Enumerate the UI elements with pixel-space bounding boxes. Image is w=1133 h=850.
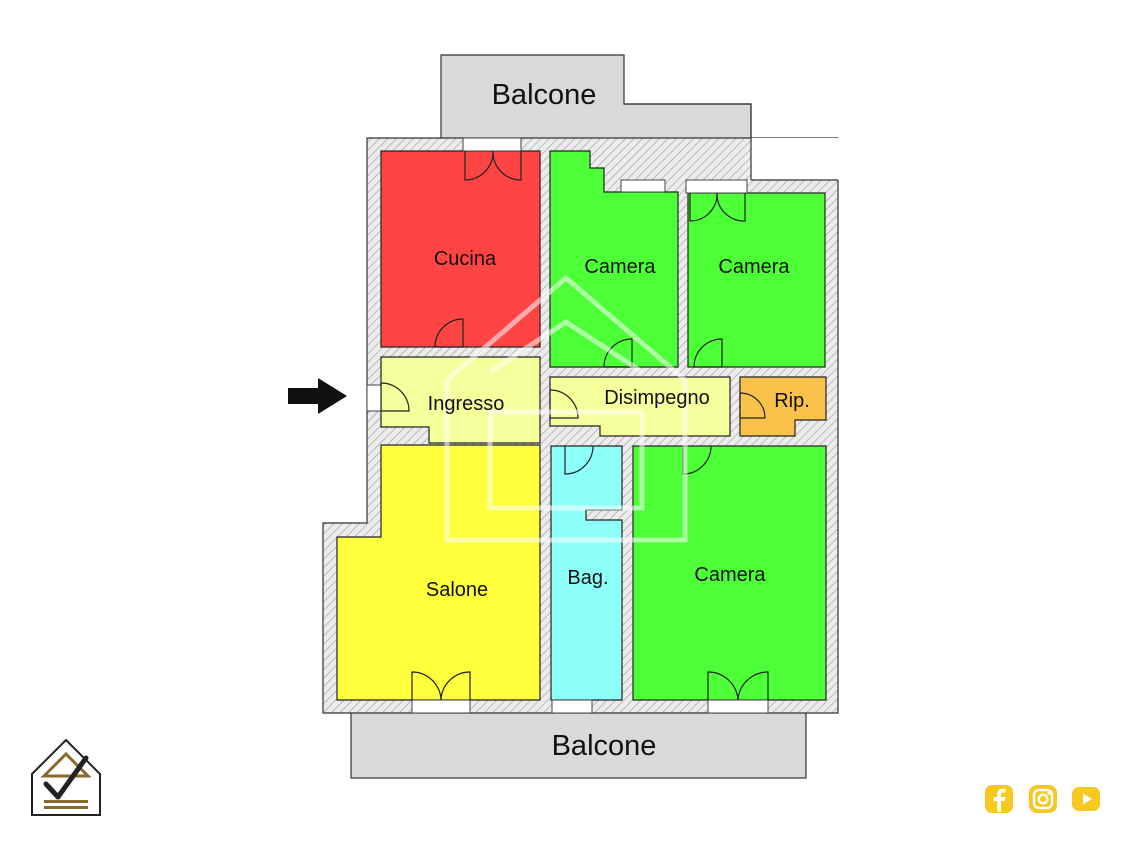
room-camera-1	[549, 150, 679, 368]
door-swings	[380, 150, 769, 701]
arrow-right-icon	[288, 378, 347, 414]
balcony-top-label: Balcone	[492, 79, 597, 111]
house-check-icon	[31, 738, 101, 816]
youtube-icon[interactable]	[1071, 784, 1101, 814]
room-label-salone: Salone	[426, 579, 488, 601]
room-cucina	[380, 150, 541, 348]
room-label-cucina: Cucina	[434, 248, 497, 270]
room-label-bagno: Bag.	[567, 567, 608, 589]
windows	[366, 137, 769, 714]
watermark-logo	[444, 274, 688, 543]
room-camera-3	[632, 445, 827, 701]
room-label-camera-1: Camera	[584, 256, 656, 278]
instagram-icon[interactable]	[1028, 784, 1058, 814]
room-label-ripostiglio: Rip.	[774, 390, 810, 412]
facebook-icon[interactable]	[984, 784, 1014, 814]
room-ingresso	[380, 356, 541, 444]
room-ripostiglio	[739, 376, 827, 437]
balcony-bottom-label: Balcone	[552, 730, 657, 762]
room-camera-2	[687, 192, 826, 368]
room-label-ingresso: Ingresso	[428, 393, 505, 415]
room-label-camera-2: Camera	[718, 256, 790, 278]
room-label-camera-3: Camera	[694, 564, 766, 586]
balcony-bottom	[350, 711, 807, 779]
room-label-disimpegno: Disimpegno	[604, 387, 710, 409]
